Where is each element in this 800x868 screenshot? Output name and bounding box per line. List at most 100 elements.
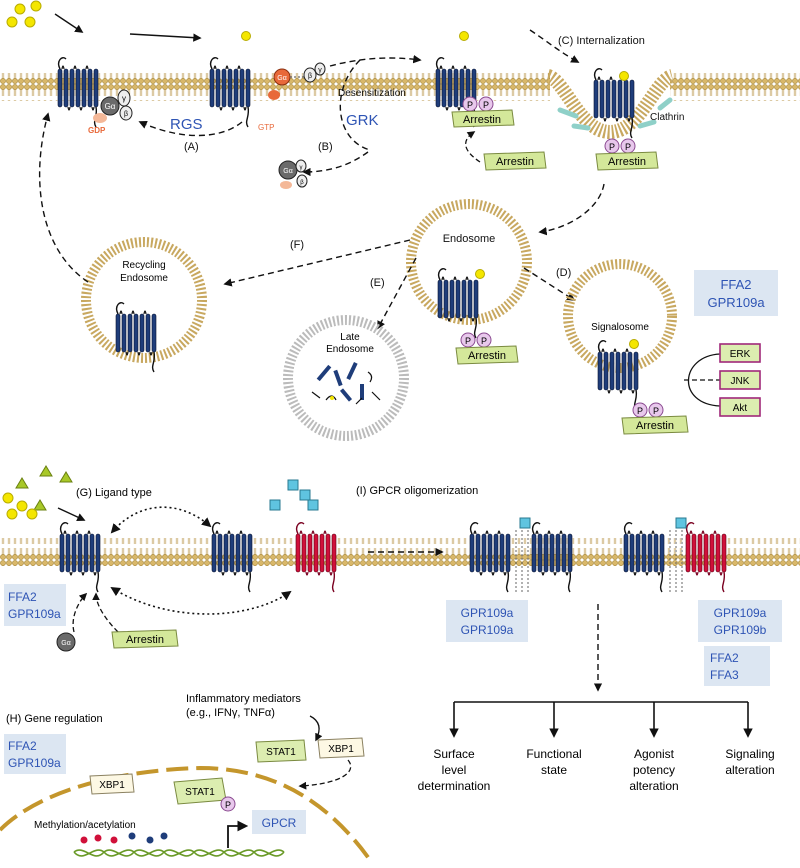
desensitization-label: Desensitization — [338, 88, 406, 99]
box-ffa2-ffa3: FFA2 FFA3 — [704, 646, 770, 686]
receptor-dimer-blue — [211, 522, 253, 593]
svg-text:Functional: Functional — [526, 747, 581, 761]
arrow-grk — [339, 59, 371, 151]
ligand-bound-3 — [459, 31, 469, 41]
xbp1-cytoplasm: XBP1 — [317, 737, 365, 759]
svg-text:XBP1: XBP1 — [328, 744, 354, 755]
phospho-stat1: P — [220, 796, 236, 812]
g-protein-released: Gα γ β — [278, 159, 308, 189]
methylation-marks — [80, 832, 168, 844]
svg-text:JNK: JNK — [731, 376, 750, 387]
svg-text:Signaling: Signaling — [725, 747, 774, 761]
svg-text:state: state — [541, 763, 567, 777]
receptor-dimer-red — [295, 522, 337, 593]
svg-text:FFA2: FFA2 — [720, 277, 751, 292]
svg-text:GPCR: GPCR — [262, 816, 297, 830]
svg-text:Gα: Gα — [61, 640, 71, 647]
svg-text:GPR109a: GPR109a — [461, 606, 514, 620]
endosome — [406, 199, 532, 325]
box-ffa2-gpr109a-gene: FFA2 GPR109a — [4, 734, 66, 774]
svg-text:γ: γ — [318, 67, 322, 74]
heterodimer-blue — [623, 522, 665, 593]
g-protein-complex-gtp: Gα β γ — [268, 62, 326, 100]
box-gpcr-gene: GPCR — [252, 810, 306, 834]
nucleus-envelope — [0, 765, 372, 862]
clathrin-label: Clathrin — [650, 112, 684, 123]
arrow-ligand-binding — [54, 13, 84, 33]
svg-text:P: P — [609, 142, 615, 152]
svg-text:FFA2: FFA2 — [8, 739, 37, 753]
arrow-to-nucleus — [298, 759, 352, 790]
svg-text:P: P — [225, 800, 231, 810]
homodimer-ligand — [519, 517, 531, 529]
svg-text:P: P — [483, 100, 489, 110]
outcome-surface-level: Surface level determination — [418, 747, 491, 793]
receptor-ligand-type — [59, 522, 101, 593]
svg-text:GPR109a: GPR109a — [707, 295, 765, 310]
svg-text:Gα: Gα — [283, 168, 293, 175]
arrow-to-endosome — [538, 183, 605, 236]
ligand-signalosome — [629, 339, 639, 349]
receptor-active — [209, 57, 251, 128]
step-a-label: (A) — [184, 141, 199, 153]
arrow-g-release — [302, 151, 369, 177]
stat1-nucleus: STAT1 — [173, 777, 227, 805]
arrestin-free: Arrestin — [483, 151, 547, 171]
svg-text:Arrestin: Arrestin — [126, 634, 164, 646]
svg-text:STAT1: STAT1 — [266, 747, 296, 758]
svg-text:β: β — [300, 180, 304, 186]
endosome-label: Endosome — [443, 233, 496, 245]
arrestin-bound-4: Arrestin — [595, 151, 659, 171]
arrow-arrestin-recruit-2 — [92, 592, 119, 633]
box-homodimer: GPR109a GPR109a — [446, 600, 528, 642]
arrow-e — [377, 257, 417, 330]
xbp1-nucleus: XBP1 — [89, 773, 135, 795]
svg-text:determination: determination — [418, 779, 491, 793]
svg-text:β: β — [308, 73, 312, 80]
arrow-desensitization — [329, 54, 422, 67]
svg-text:P: P — [637, 406, 643, 416]
svg-text:GPR109a: GPR109a — [461, 623, 514, 637]
recycling-endosome — [81, 237, 207, 363]
arrow-internalization — [529, 29, 580, 63]
dna-helix — [73, 849, 285, 857]
svg-text:P: P — [625, 142, 631, 152]
svg-text:Surface: Surface — [433, 747, 475, 761]
gene-regulation-label: (H) Gene regulation — [6, 713, 103, 725]
rgs-label: RGS — [170, 116, 203, 133]
arrestin-bottom: Arrestin — [111, 629, 179, 649]
svg-text:alteration: alteration — [725, 763, 774, 777]
recycling-label-1: Recycling — [122, 260, 165, 271]
outcome-tree — [449, 701, 753, 738]
homodimer-left — [469, 522, 511, 593]
outcome-functional-state: Functional state — [526, 747, 581, 777]
svg-text:GPR109b: GPR109b — [714, 623, 767, 637]
stat1-cytoplasm: STAT1 — [255, 739, 307, 763]
grk-label: GRK — [346, 112, 379, 129]
gdp-label: GDP — [88, 126, 106, 135]
kinase-branches — [684, 353, 721, 407]
ligand-endosome — [475, 269, 485, 279]
svg-text:P: P — [481, 336, 487, 346]
internalization-label: (C) Internalization — [558, 35, 645, 47]
step-b-label: (B) — [318, 141, 333, 153]
phospho-pair-4: P P — [604, 138, 636, 154]
ligands-top-left — [6, 0, 42, 28]
inflammatory-label-2: (e.g., IFNγ, TNFα) — [186, 707, 275, 719]
svg-text:level: level — [442, 763, 467, 777]
arrow-dotted-top — [110, 506, 212, 534]
svg-text:GPR109a: GPR109a — [8, 607, 61, 621]
heterodimer-red — [685, 522, 727, 593]
heterodimer-ligand — [675, 517, 687, 529]
arrow-f — [223, 239, 411, 287]
svg-text:alteration: alteration — [629, 779, 678, 793]
svg-text:γ: γ — [122, 94, 126, 103]
svg-text:FFA3: FFA3 — [710, 668, 739, 682]
gtp-label: GTP — [258, 123, 274, 132]
svg-text:P: P — [653, 406, 659, 416]
svg-text:Arrestin: Arrestin — [636, 420, 674, 432]
arrestin-endosome: Arrestin — [455, 345, 519, 365]
transcription-start-arrow — [227, 820, 249, 848]
recycling-label-2: Endosome — [120, 273, 168, 284]
